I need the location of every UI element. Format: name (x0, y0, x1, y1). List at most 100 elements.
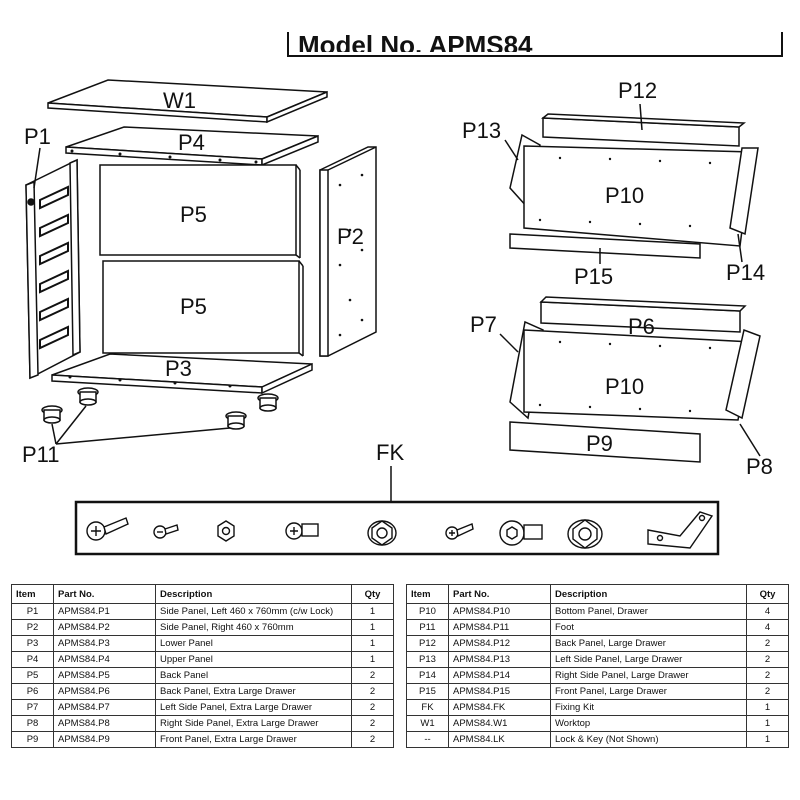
cell-description: Back Panel, Large Drawer (550, 635, 747, 652)
header-part-no: Part No. (53, 584, 156, 604)
small-screw-icon (445, 523, 474, 540)
cell-part-no: APMS84.P15 (448, 683, 551, 700)
cell-item: P15 (406, 683, 449, 700)
worktop-w1 (47, 79, 328, 124)
label-p7: P7 (470, 312, 497, 337)
cell-qty: 1 (746, 699, 789, 716)
cell-part-no: APMS84.P13 (448, 651, 551, 668)
back-panel-p5-upper (99, 164, 301, 259)
cell-part-no: APMS84.P9 (53, 731, 156, 748)
cell-part-no: APMS84.P1 (53, 603, 156, 620)
cell-qty: 1 (746, 715, 789, 732)
cell-part-no: APMS84.P7 (53, 699, 156, 716)
cell-description: Right Side Panel, Extra Large Drawer (155, 715, 352, 732)
table-header-row: Item Part No. Description Qty (11, 584, 394, 604)
header-description: Description (550, 584, 747, 604)
left-side-panel-p1 (25, 158, 81, 380)
cell-qty: 2 (351, 715, 394, 732)
label-p1: P1 (24, 124, 51, 149)
cell-qty: 1 (746, 731, 789, 748)
lock-nut-icon (217, 520, 235, 542)
cell-description: Lower Panel (155, 635, 352, 652)
table-header-row: Item Part No. Description Qty (406, 584, 789, 604)
cell-description: Front Panel, Large Drawer (550, 683, 747, 700)
cell-qty: 2 (746, 651, 789, 668)
cell-qty: 2 (746, 683, 789, 700)
header-qty: Qty (746, 584, 789, 604)
large-drawer-assembly (509, 113, 759, 259)
label-p10-upper: P10 (605, 183, 644, 208)
cell-description: Foot (550, 619, 747, 636)
cell-description: Back Panel, Extra Large Drawer (155, 683, 352, 700)
cell-qty: 1 (351, 651, 394, 668)
model-title-box: Model No. APMS84 (287, 30, 783, 57)
label-p5-upper: P5 (180, 202, 207, 227)
cell-part-no: APMS84.P14 (448, 667, 551, 684)
upper-panel-p4 (65, 126, 319, 167)
cell-item: P6 (11, 683, 54, 700)
cell-qty: 2 (746, 635, 789, 652)
label-p4: P4 (178, 130, 205, 155)
cell-description: Left Side Panel, Extra Large Drawer (155, 699, 352, 716)
cell-item: P13 (406, 651, 449, 668)
cell-item: P10 (406, 603, 449, 620)
lower-panel-p3 (51, 353, 313, 395)
cell-part-no: APMS84.P2 (53, 619, 156, 636)
cell-part-no: APMS84.P3 (53, 635, 156, 652)
cell-item: P1 (11, 603, 54, 620)
right-side-panel-p2 (319, 146, 377, 357)
cell-qty: 2 (351, 683, 394, 700)
header-item: Item (11, 584, 54, 604)
header-part-no: Part No. (448, 584, 551, 604)
cell-item: P9 (11, 731, 54, 748)
cell-qty: 1 (351, 635, 394, 652)
cell-part-no: APMS84.P12 (448, 635, 551, 652)
cell-item: P12 (406, 635, 449, 652)
header-item: Item (406, 584, 449, 604)
hex-socket-bolt-icon (499, 520, 543, 546)
label-p13: P13 (462, 118, 501, 143)
cell-item: P14 (406, 667, 449, 684)
small-screw-icon (153, 524, 179, 539)
cell-item: P8 (11, 715, 54, 732)
cell-item: P4 (11, 651, 54, 668)
cell-description: Side Panel, Right 460 x 760mm (155, 619, 352, 636)
cell-item: FK (406, 699, 449, 716)
feet-p11 (41, 387, 279, 430)
bracket-icon (647, 511, 714, 549)
back-panel-p5-lower (102, 260, 304, 357)
cell-qty: 2 (351, 667, 394, 684)
label-p5-lower: P5 (180, 294, 207, 319)
cell-qty: 2 (351, 699, 394, 716)
cell-description: Bottom Panel, Drawer (550, 603, 747, 620)
cell-part-no: APMS84.P10 (448, 603, 551, 620)
cell-part-no: APMS84.P5 (53, 667, 156, 684)
cell-part-no: APMS84.FK (448, 699, 551, 716)
cell-qty: 4 (746, 619, 789, 636)
cell-item: P2 (11, 619, 54, 636)
cell-qty: 2 (351, 731, 394, 748)
cell-description: Back Panel (155, 667, 352, 684)
cell-description: Worktop (550, 715, 747, 732)
cell-item: P11 (406, 619, 449, 636)
cell-part-no: APMS84.P6 (53, 683, 156, 700)
cell-part-no: APMS84.P8 (53, 715, 156, 732)
cell-part-no: APMS84.P4 (53, 651, 156, 668)
cell-description: Front Panel, Extra Large Drawer (155, 731, 352, 748)
label-p2: P2 (337, 224, 364, 249)
